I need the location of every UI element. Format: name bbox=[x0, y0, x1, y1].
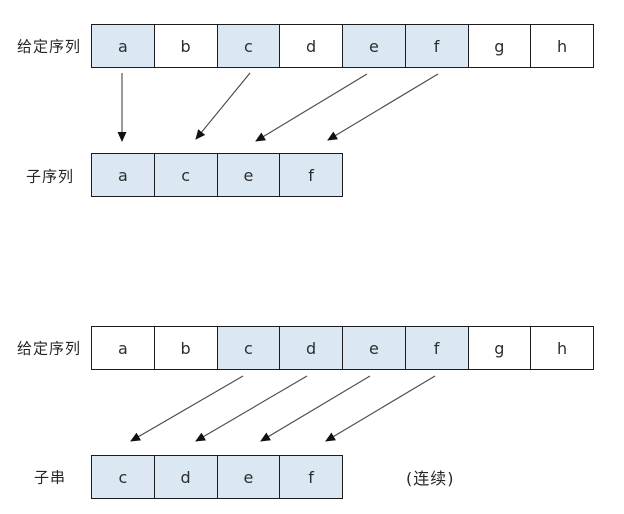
sequence-cell: e bbox=[343, 25, 406, 67]
arrow-bottom-f-icon bbox=[325, 375, 436, 442]
cell-letter: f bbox=[433, 36, 440, 56]
arrow-top-c-icon bbox=[195, 72, 251, 140]
cell-letter: f bbox=[308, 165, 314, 185]
sequence-cell: g bbox=[468, 25, 532, 67]
arrow-bottom-e-icon bbox=[260, 375, 371, 442]
bottom-source-label: 给定序列 bbox=[16, 339, 81, 358]
sequence-cell: f bbox=[280, 456, 342, 498]
cell-letter: b bbox=[180, 36, 191, 56]
sequence-cell: d bbox=[280, 327, 343, 369]
cell-letter: e bbox=[243, 467, 254, 487]
sequence-cell: f bbox=[405, 327, 469, 369]
sequence-cell: a bbox=[92, 327, 155, 369]
cell-letter: b bbox=[180, 338, 191, 358]
cell-letter: d bbox=[306, 338, 317, 358]
sequence-cell: d bbox=[280, 25, 343, 67]
sequence-cell: a bbox=[92, 25, 155, 67]
cell-letter: d bbox=[180, 467, 191, 487]
cell-letter: f bbox=[308, 467, 314, 487]
bottom-result-label: 子串 bbox=[33, 468, 66, 487]
cell-letter: e bbox=[243, 165, 254, 185]
cell-letter: f bbox=[433, 338, 440, 358]
sequence-cell: h bbox=[531, 327, 593, 369]
sequence-cell: c bbox=[217, 25, 281, 67]
cell-letter: h bbox=[557, 36, 568, 56]
cell-letter: c bbox=[243, 338, 253, 358]
arrow-top-e-icon bbox=[255, 73, 368, 142]
cell-letter: a bbox=[117, 165, 128, 185]
sequence-cell: e bbox=[343, 327, 406, 369]
cell-letter: c bbox=[181, 165, 191, 185]
sequence-cell: h bbox=[531, 25, 593, 67]
bottom-result-sequence-row: c d e f bbox=[91, 455, 343, 499]
cell-letter: g bbox=[494, 338, 505, 358]
cell-letter: e bbox=[368, 36, 379, 56]
arrow-bottom-c-icon bbox=[130, 375, 244, 442]
arrow-top-f-icon bbox=[327, 73, 439, 141]
sequence-cell: d bbox=[154, 456, 218, 498]
cell-letter: h bbox=[557, 338, 568, 358]
cell-letter: g bbox=[494, 36, 505, 56]
sequence-cell: c bbox=[154, 154, 218, 196]
cell-letter: d bbox=[306, 36, 317, 56]
sequence-cell: g bbox=[468, 327, 532, 369]
arrow-bottom-d-icon bbox=[195, 375, 308, 442]
sequence-cell: c bbox=[217, 327, 281, 369]
cell-letter: a bbox=[117, 36, 128, 56]
cell-letter: c bbox=[243, 36, 253, 56]
sequence-cell: e bbox=[217, 154, 281, 196]
top-result-label: 子序列 bbox=[25, 167, 74, 186]
continuity-note: (连续) bbox=[406, 469, 455, 488]
bottom-source-sequence-row: a b c d e f g h bbox=[91, 326, 594, 370]
cell-letter: a bbox=[117, 338, 128, 358]
sequence-cell: c bbox=[92, 456, 155, 498]
sequence-cell: b bbox=[154, 327, 218, 369]
cell-letter: e bbox=[368, 338, 379, 358]
sequence-cell: e bbox=[217, 456, 281, 498]
sequence-cell: a bbox=[92, 154, 155, 196]
sequence-cell: b bbox=[154, 25, 218, 67]
sequence-cell: f bbox=[280, 154, 342, 196]
top-source-sequence-row: a b c d e f g h bbox=[91, 24, 594, 68]
sequence-cell: f bbox=[405, 25, 469, 67]
top-source-label: 给定序列 bbox=[16, 37, 81, 56]
cell-letter: c bbox=[118, 467, 128, 487]
top-result-sequence-row: a c e f bbox=[91, 153, 343, 197]
